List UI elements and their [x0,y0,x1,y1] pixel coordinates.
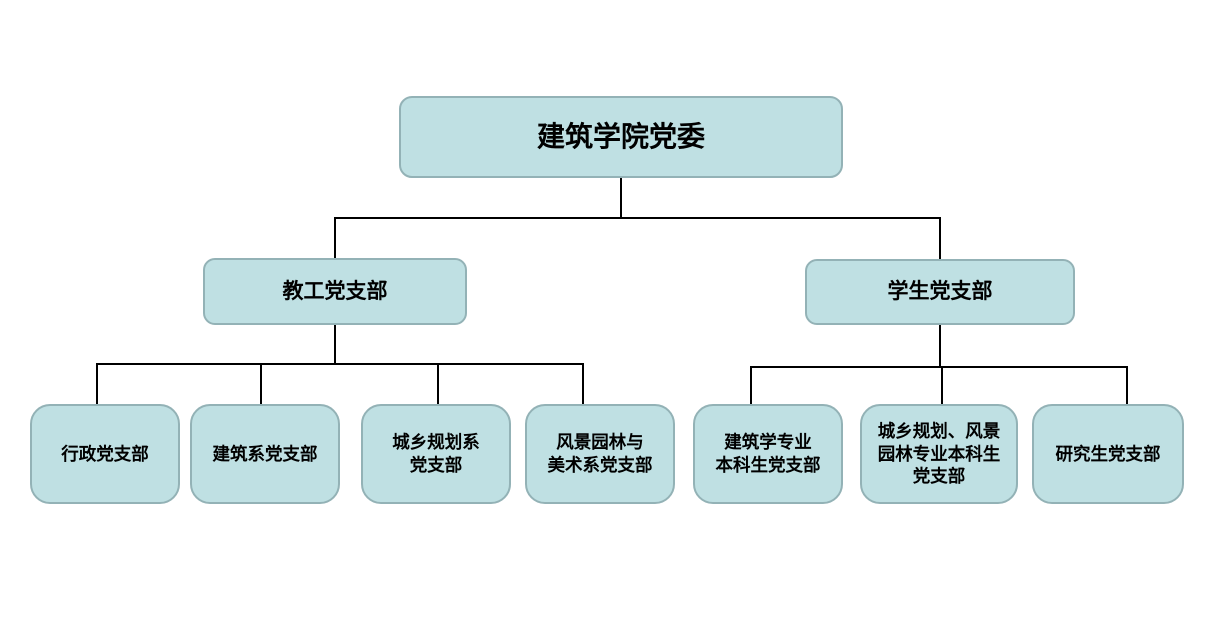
org-node-architecture-undergrad-branch: 建筑学专业 本科生党支部 [693,404,843,504]
org-node-label: 行政党支部 [61,443,149,464]
org-node-label: 风景园林与 美术系党支部 [547,432,653,475]
org-node-label: 学生党支部 [887,280,993,304]
org-node-urban-planning-dept-branch: 城乡规划系 党支部 [361,404,511,504]
org-node-student-branch: 学生党支部 [805,259,1075,325]
org-node-label: 建筑学专业 本科生党支部 [715,432,821,475]
org-node-graduate-branch: 研究生党支部 [1032,404,1184,504]
org-node-landscape-art-dept-branch: 风景园林与 美术系党支部 [525,404,675,504]
org-node-planning-landscape-undergrad-branch: 城乡规划、风景 园林专业本科生 党支部 [860,404,1018,504]
org-node-architecture-dept-branch: 建筑系党支部 [190,404,340,504]
org-node-faculty-branch: 教工党支部 [203,258,467,325]
org-node-label: 教工党支部 [282,279,388,303]
org-node-label: 城乡规划、风景 园林专业本科生 党支部 [877,420,1001,487]
org-node-label: 建筑学院党委 [536,120,705,152]
org-node-label: 建筑系党支部 [212,443,318,464]
org-node-label: 研究生党支部 [1055,443,1161,464]
org-node-admin-branch: 行政党支部 [30,404,180,504]
org-node-label: 城乡规划系 党支部 [392,432,480,475]
org-node-party-committee: 建筑学院党委 [399,96,843,178]
